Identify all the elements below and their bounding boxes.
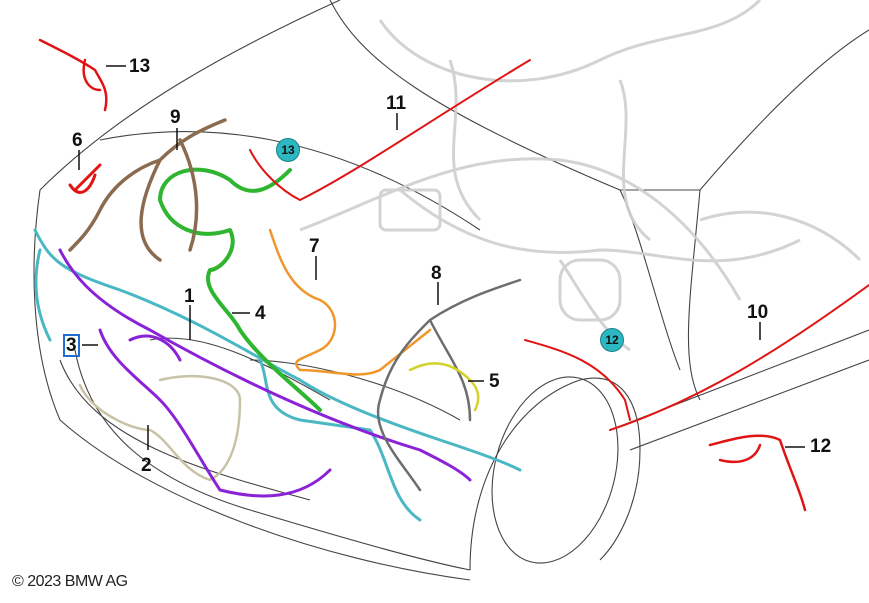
harness-4: [158, 167, 322, 412]
callout-10[interactable]: 10: [747, 302, 769, 323]
hood-outline: [39, 0, 341, 191]
wheel: [491, 376, 619, 564]
engine-bay-background: [299, 0, 862, 352]
harness-12-detail: [708, 434, 807, 512]
harness-10: [524, 284, 869, 431]
callout-4[interactable]: 4: [255, 303, 266, 324]
harness-7: [268, 228, 432, 376]
callout-11[interactable]: 11: [386, 93, 407, 114]
windshield-outline: [329, 0, 869, 191]
location-badge-12[interactable]: 12: [600, 328, 624, 352]
callout-8[interactable]: 8: [431, 263, 442, 284]
harness-13-detail: [38, 38, 108, 112]
harness-3: [58, 248, 472, 498]
callout-12[interactable]: 12: [810, 436, 832, 457]
callout-3[interactable]: 3: [63, 334, 80, 357]
harness-11: [249, 59, 531, 201]
copyright: © 2023 BMW AG: [12, 573, 128, 590]
callout-13[interactable]: 13: [129, 56, 151, 77]
harness-9: [68, 118, 227, 262]
wheel-arch: [469, 377, 641, 571]
callout-9[interactable]: 9: [170, 107, 181, 128]
location-badge-13[interactable]: 13: [276, 138, 300, 162]
harness-2: [78, 374, 242, 482]
leader-lines: [78, 65, 805, 450]
callout-7[interactable]: 7: [309, 236, 320, 257]
callout-5[interactable]: 5: [489, 371, 500, 392]
harness-6: [68, 163, 102, 194]
callout-1[interactable]: 1: [184, 286, 195, 307]
harness-5: [408, 362, 480, 412]
callout-6[interactable]: 6: [72, 130, 83, 151]
harness-1: [33, 228, 522, 522]
callout-2[interactable]: 2: [141, 455, 152, 476]
